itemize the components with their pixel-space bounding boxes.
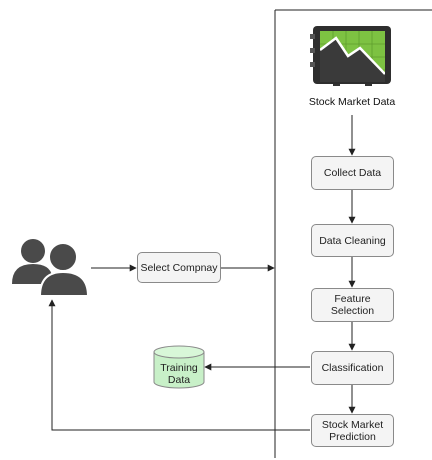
database-icon	[153, 345, 205, 389]
training-data-label: Training Data	[160, 362, 198, 386]
collect-data-box: Collect Data	[311, 156, 394, 190]
arrow-prediction-to-users	[48, 299, 310, 431]
classification-box: Classification	[311, 351, 394, 385]
data-cleaning-box: Data Cleaning	[311, 224, 394, 257]
users-icon	[12, 239, 90, 297]
select-company-box: Select Compnay	[137, 252, 221, 283]
stock-chart-icon	[310, 26, 391, 86]
prediction-box: Stock Market Prediction	[311, 414, 394, 447]
feature-selection-box: Feature Selection	[311, 288, 394, 322]
stock-market-data-label: Stock Market Data	[308, 96, 396, 108]
